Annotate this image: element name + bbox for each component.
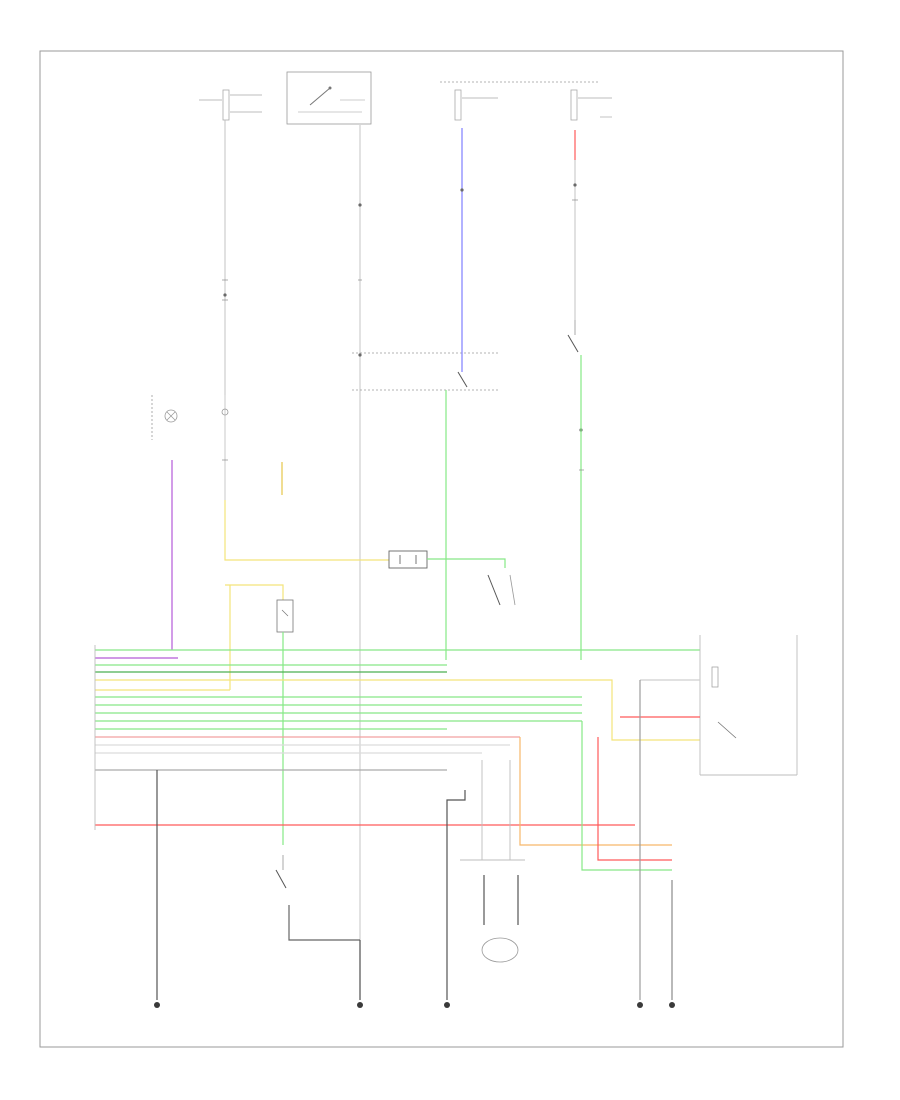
ignition-switch-icon [286,71,372,125]
connector-icon [388,550,428,569]
wire-ticks [222,199,584,471]
module-icon [446,760,525,1000]
sensor-icon [276,599,294,633]
diagram-border [39,50,844,1048]
solenoid-icon [699,635,798,776]
wire-green-mid [427,558,506,568]
switch-icon [567,320,582,660]
wire-red-bottom [597,737,672,861]
fuse-block-right [440,81,612,121]
bulb-icon [151,395,178,440]
splice-dots [223,183,583,432]
brake-switch-icon [487,574,516,606]
ground-icon [154,1002,675,1008]
diode-icon [221,395,229,500]
wire-yellow-lower [225,584,284,600]
harness-bundle [94,645,700,830]
wire-green-bottom [581,721,672,871]
wire-orange-bottom [519,737,672,846]
relay-icon [352,345,500,391]
wire-yellow-mid [224,500,390,561]
switch-icon-lower [275,855,360,941]
fuse-block-left [199,89,262,121]
